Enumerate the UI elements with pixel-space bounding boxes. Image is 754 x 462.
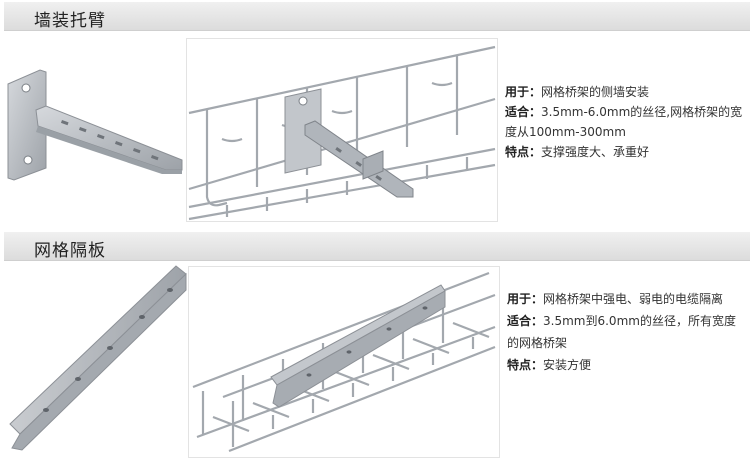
section-title: 网格隔板	[34, 241, 106, 261]
section-header: 网格隔板	[4, 232, 750, 261]
desc-fit: 适合：3.5mm-6.0mm的丝径,网格桥架的宽度从100mm-300mm	[505, 105, 743, 139]
divider-strip-image	[9, 265, 187, 451]
section-wall-bracket: 墙装托臂	[0, 0, 754, 226]
bracket-installation-image	[186, 38, 498, 222]
section-description: 用于：网格桥架中强电、弱电的电缆隔离 适合：3.5mm到6.0mm的丝径，所有宽…	[507, 288, 745, 376]
section-title: 墙装托臂	[34, 11, 106, 31]
desc-fit: 适合：3.5mm到6.0mm的丝径，所有宽度的网格桥架	[507, 314, 736, 350]
section-description: 用于：网格桥架的侧墙安装 适合：3.5mm-6.0mm的丝径,网格桥架的宽度从1…	[505, 82, 745, 162]
divider-installation-image	[188, 266, 500, 458]
section-header: 墙装托臂	[4, 2, 750, 31]
desc-feature: 特点：安装方便	[507, 358, 592, 372]
desc-feature: 特点：支撑强度大、承重好	[505, 145, 650, 159]
wall-bracket-image	[7, 69, 183, 181]
desc-usage: 用于：网格桥架中强电、弱电的电缆隔离	[507, 292, 724, 306]
desc-usage: 用于：网格桥架的侧墙安装	[505, 85, 650, 99]
section-divider: 网格隔板	[0, 230, 754, 462]
